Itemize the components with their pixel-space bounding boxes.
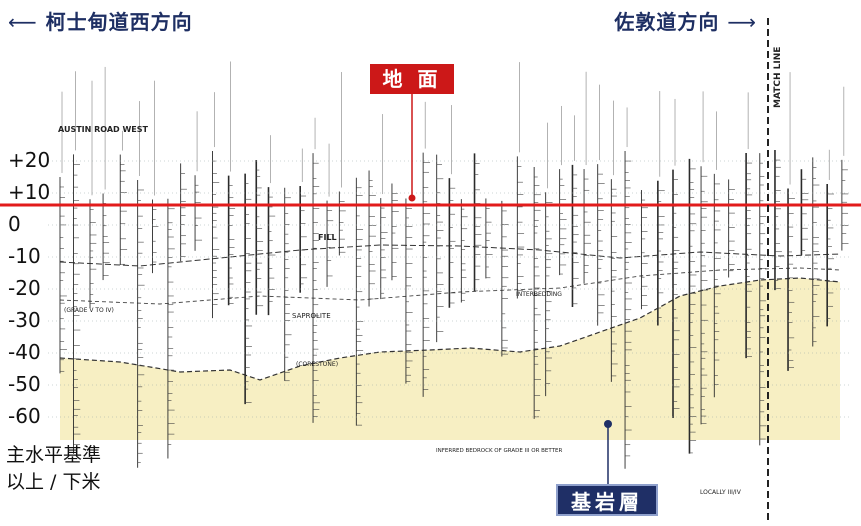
borehole [137,101,145,468]
left-arrow-icon: ⟵ [8,10,38,34]
match-line-label: MATCH LINE [773,47,783,108]
grade-label: (GRADE V TO IV) [64,307,114,314]
datum-note-line1: 主水平基準 [6,444,102,466]
borehole [448,105,456,308]
axis-tick-label: -20 [8,276,41,300]
borehole [299,148,308,293]
interbedding-label: INTERBEDDING [516,291,562,298]
borehole [194,111,203,251]
borehole [284,187,292,382]
axis-tick-label: 0 [8,212,21,236]
borehole [255,160,264,315]
bedrock-zone [60,278,840,440]
borehole [826,149,835,327]
bedrock-boundary [59,277,841,381]
locally-label: LOCALLY III/IV [700,489,742,496]
saprolite-label: SAPROLITE [292,312,331,320]
borehole [688,158,697,454]
fill-boundary [59,244,841,267]
axis-gridlines [48,160,850,418]
axis-tick-label: +10 [8,180,51,204]
borehole [380,114,388,300]
bedrock-note-label: INFERRED BEDROCK OF GRADE III OR BETTER [436,448,562,454]
borehole [571,115,579,307]
borehole [102,66,110,281]
borehole [583,71,591,284]
axis-tick-label: +20 [8,148,51,172]
borehole [533,166,541,419]
borehole [700,91,708,425]
borehole [355,177,364,426]
borehole [338,72,346,256]
borehole [501,200,509,357]
borehole [597,84,605,326]
borehole [212,92,220,319]
axis-tick-label: -10 [8,244,41,268]
west-direction-text: 柯士甸道西方向 [45,10,193,34]
ground-level-callout: 地 面 [370,64,454,94]
west-direction-label: ⟵ 柯士甸道西方向 [8,6,193,35]
road-label: AUSTIN ROAD WEST [58,125,149,134]
corestone-label: (CORESTONE) [296,361,338,368]
datum-note: 主水平基準 以上 / 下米 [6,442,101,496]
borehole [405,198,413,384]
borehole-layer [59,61,849,469]
borehole [559,105,567,276]
borehole [391,183,399,281]
borehole [485,198,493,279]
borehole [759,153,767,446]
borehole [545,122,553,397]
axis-tick-label: -30 [8,308,41,332]
borehole [267,135,276,316]
borehole [244,173,253,405]
borehole [640,190,648,310]
borehole [610,100,618,382]
borehole [787,72,795,371]
borehole [728,179,735,278]
borehole [436,154,444,343]
borehole [227,61,236,306]
borehole [167,198,175,459]
ground-callout-dot [408,194,416,202]
borehole [657,91,665,326]
axis-tick-label: -50 [8,372,41,396]
east-direction-text: 佐敦道方向 [614,10,720,34]
borehole [774,150,782,291]
borehole [800,169,809,255]
borehole [841,86,849,251]
borehole [152,80,159,274]
borehole [422,101,431,397]
borehole [812,157,820,347]
axis-tick-label: -40 [8,340,41,364]
borehole [745,92,753,359]
borehole [119,130,128,266]
borehole [89,80,97,309]
bedrock-callout-dot [604,420,612,428]
borehole [326,143,334,287]
right-arrow-icon: ⟶ [727,10,757,34]
borehole [59,91,67,374]
bedrock-callout: 基岩層 [556,484,658,516]
borehole [672,98,680,418]
borehole [312,117,320,423]
axis-tick-label: -60 [8,404,41,428]
borehole [473,153,482,292]
borehole [368,170,377,307]
fill-label: FILL [318,233,337,242]
borehole [460,199,468,303]
east-direction-label: 佐敦道方向 ⟶ [614,6,757,35]
borehole [516,62,525,299]
borehole [713,111,721,398]
borehole [180,163,187,262]
datum-note-line2: 以上 / 下米 [6,471,101,493]
